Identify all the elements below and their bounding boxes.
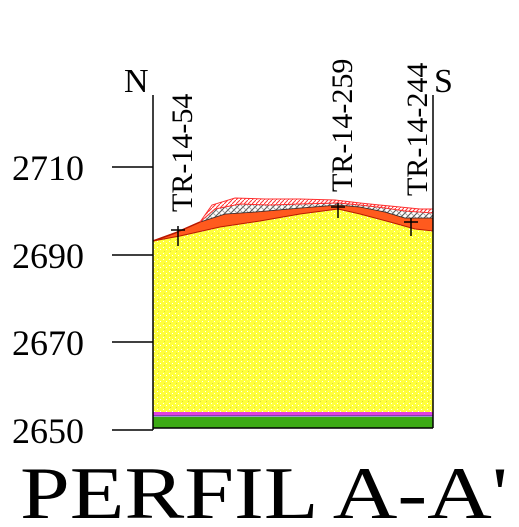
yellow-sand-layer [153,209,433,414]
borehole-label-2: TR-14-259 [326,59,359,192]
green-base-layer [153,417,433,428]
magenta-band-layer [153,412,433,416]
borehole-label-3: TR-14-244 [401,63,434,196]
north-label: N [124,63,149,100]
page-title: PERFIL A-A' [20,453,508,527]
axis-label-2670: 2670 [12,323,84,363]
south-label: S [434,63,453,100]
axis-label-2710: 2710 [12,148,84,188]
axis-label-2650: 2650 [12,411,84,451]
axis-label-2690: 2690 [12,236,84,276]
borehole-label-1: TR-14-54 [166,94,199,212]
